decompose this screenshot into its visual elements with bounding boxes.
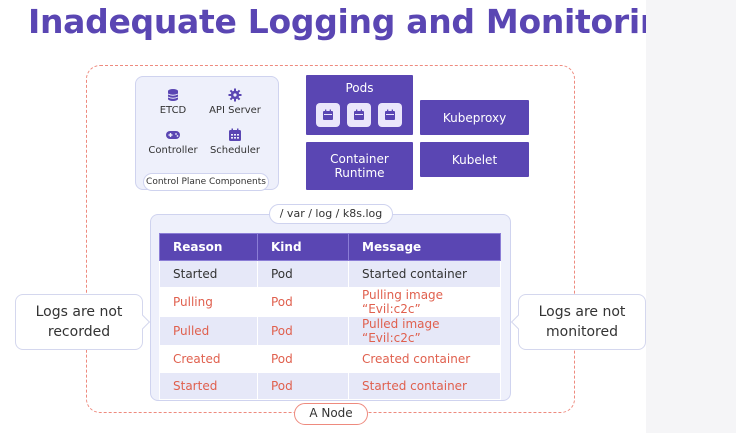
table-row: Pulling Pod Pulling image “Evil:c2c” xyxy=(159,287,501,317)
cell-message: Started container xyxy=(348,372,501,400)
kubelet-box: Kubelet xyxy=(420,142,529,177)
side-strip xyxy=(646,0,736,433)
kubeproxy-label: Kubeproxy xyxy=(442,110,507,125)
table-row: Started Pod Started container xyxy=(159,372,501,400)
pod-icon xyxy=(316,103,340,127)
cell-message: Created container xyxy=(348,345,501,373)
control-plane-label: Control Plane Components xyxy=(143,173,269,191)
callout-line1: Logs are not xyxy=(35,304,123,320)
cp-item-label: Controller xyxy=(148,145,198,156)
cell-reason: Created xyxy=(159,345,258,373)
cell-reason: Pulled xyxy=(159,316,258,346)
callout-line2: monitored xyxy=(546,324,618,340)
gamepad-icon xyxy=(166,131,180,139)
log-table: Reason Kind Message Started Pod Started … xyxy=(159,233,501,400)
cell-message: Pulling image “Evil:c2c” xyxy=(348,287,501,317)
callout-text: Logs are not monitored xyxy=(539,302,626,342)
calendar-icon xyxy=(354,109,364,120)
log-file-label: / var / log / k8s.log xyxy=(269,204,393,224)
cp-item-etcd: ETCD xyxy=(138,88,208,116)
table-row: Started Pod Started container xyxy=(159,260,501,288)
pod-icon xyxy=(378,103,402,127)
cell-reason: Pulling xyxy=(159,287,258,317)
cell-kind: Pod xyxy=(257,372,349,400)
header-kind: Kind xyxy=(257,233,349,261)
header-reason: Reason xyxy=(159,233,258,261)
calendar-icon xyxy=(385,109,395,120)
cell-reason: Started xyxy=(159,260,258,288)
pods-label: Pods xyxy=(345,81,374,95)
cell-kind: Pod xyxy=(257,287,349,317)
callout-line2: recorded xyxy=(47,324,111,340)
cp-item-label: API Server xyxy=(209,105,261,116)
callout-not-recorded: Logs are not recorded xyxy=(15,294,151,350)
page-title: Inadequate Logging and Monitoring xyxy=(28,2,687,41)
cell-reason: Started xyxy=(159,372,258,400)
pods-box: Pods xyxy=(306,75,413,135)
kubeproxy-box: Kubeproxy xyxy=(420,100,529,135)
cp-item-label: ETCD xyxy=(159,105,187,116)
table-row: Pulled Pod Pulled image “Evil:c2c” xyxy=(159,316,501,346)
container-runtime-line2: Runtime xyxy=(334,166,385,180)
gear-icon xyxy=(228,88,242,102)
cp-item-api-server: API Server xyxy=(200,88,270,116)
cell-message: Started container xyxy=(348,260,501,288)
callout-text: Logs are not recorded xyxy=(36,302,123,342)
kubelet-label: Kubelet xyxy=(451,152,498,167)
cell-kind: Pod xyxy=(257,345,349,373)
calendar-icon xyxy=(229,128,241,141)
calendar-icon xyxy=(323,109,333,120)
cell-kind: Pod xyxy=(257,316,349,346)
container-runtime-line1: Container xyxy=(330,152,389,166)
table-row: Created Pod Created container xyxy=(159,345,501,373)
pod-icon xyxy=(347,103,371,127)
cell-kind: Pod xyxy=(257,260,349,288)
cp-item-controller: Controller xyxy=(138,128,208,156)
cp-item-label: Scheduler xyxy=(209,145,261,156)
callout-not-monitored: Logs are not monitored xyxy=(510,294,646,350)
table-header-row: Reason Kind Message xyxy=(159,233,501,261)
container-runtime-box: Container Runtime xyxy=(306,142,413,190)
database-icon xyxy=(167,89,179,101)
header-message: Message xyxy=(348,233,501,261)
node-label: A Node xyxy=(294,403,368,425)
cell-message: Pulled image “Evil:c2c” xyxy=(348,316,501,346)
callout-line1: Logs are not xyxy=(538,304,626,320)
cp-item-scheduler: Scheduler xyxy=(200,128,270,156)
